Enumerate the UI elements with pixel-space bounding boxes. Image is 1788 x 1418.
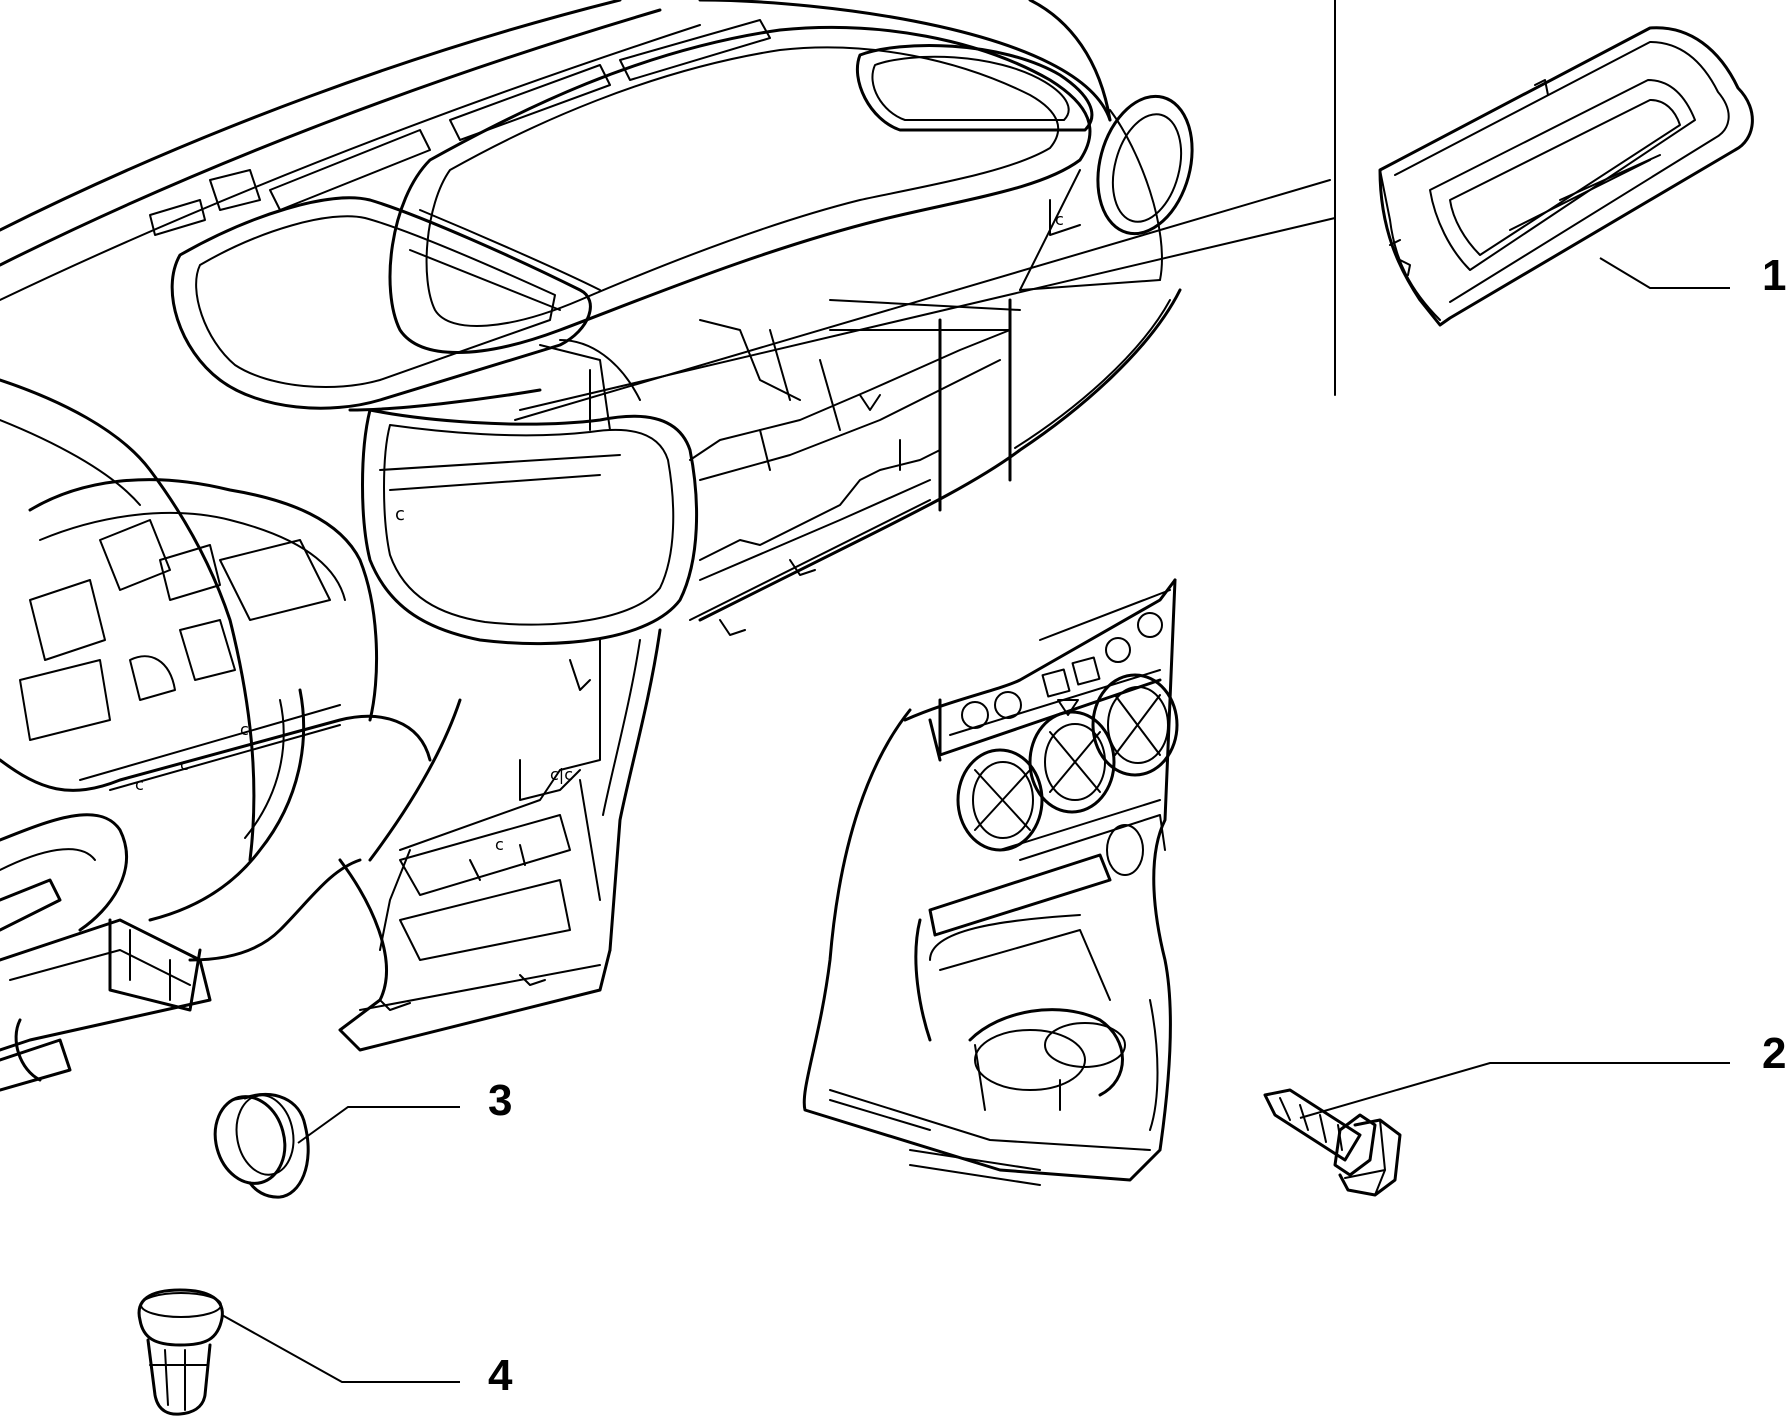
hvac-knob-right	[1091, 673, 1179, 777]
svg-text:c: c	[135, 775, 144, 794]
svg-text:c|c: c|c	[550, 765, 573, 784]
callout-2: 2	[1299, 1029, 1786, 1119]
leader-line-1	[1599, 257, 1730, 289]
center-console	[802, 578, 1179, 1186]
svg-text:c: c	[395, 504, 405, 525]
callout-4: 4	[221, 1314, 513, 1400]
part-2-screw	[1263, 1088, 1402, 1197]
leader-line-4	[221, 1314, 460, 1383]
callout-label-3: 3	[488, 1076, 512, 1125]
part-1-placement-lines	[514, 0, 1336, 421]
hvac-knob-center	[1028, 710, 1116, 814]
callout-3: 3	[297, 1076, 512, 1144]
callout-label-1: 1	[1762, 251, 1786, 300]
part-1-dash-insert-trim	[1378, 26, 1754, 327]
callout-1: 1	[1599, 251, 1786, 300]
svg-text:c: c	[1055, 210, 1064, 229]
leader-line-3	[297, 1106, 460, 1144]
dashboard-assembly: c c c c c c c|c	[0, 0, 1194, 1092]
callout-label-4: 4	[488, 1351, 513, 1400]
svg-text:c: c	[495, 835, 504, 854]
svg-text:c: c	[240, 720, 249, 739]
part-3-cap	[213, 1093, 310, 1199]
leader-line-2	[1299, 1062, 1730, 1119]
svg-text:c: c	[180, 755, 189, 774]
callout-label-2: 2	[1762, 1029, 1786, 1078]
part-4-push-rivet	[137, 1288, 224, 1416]
